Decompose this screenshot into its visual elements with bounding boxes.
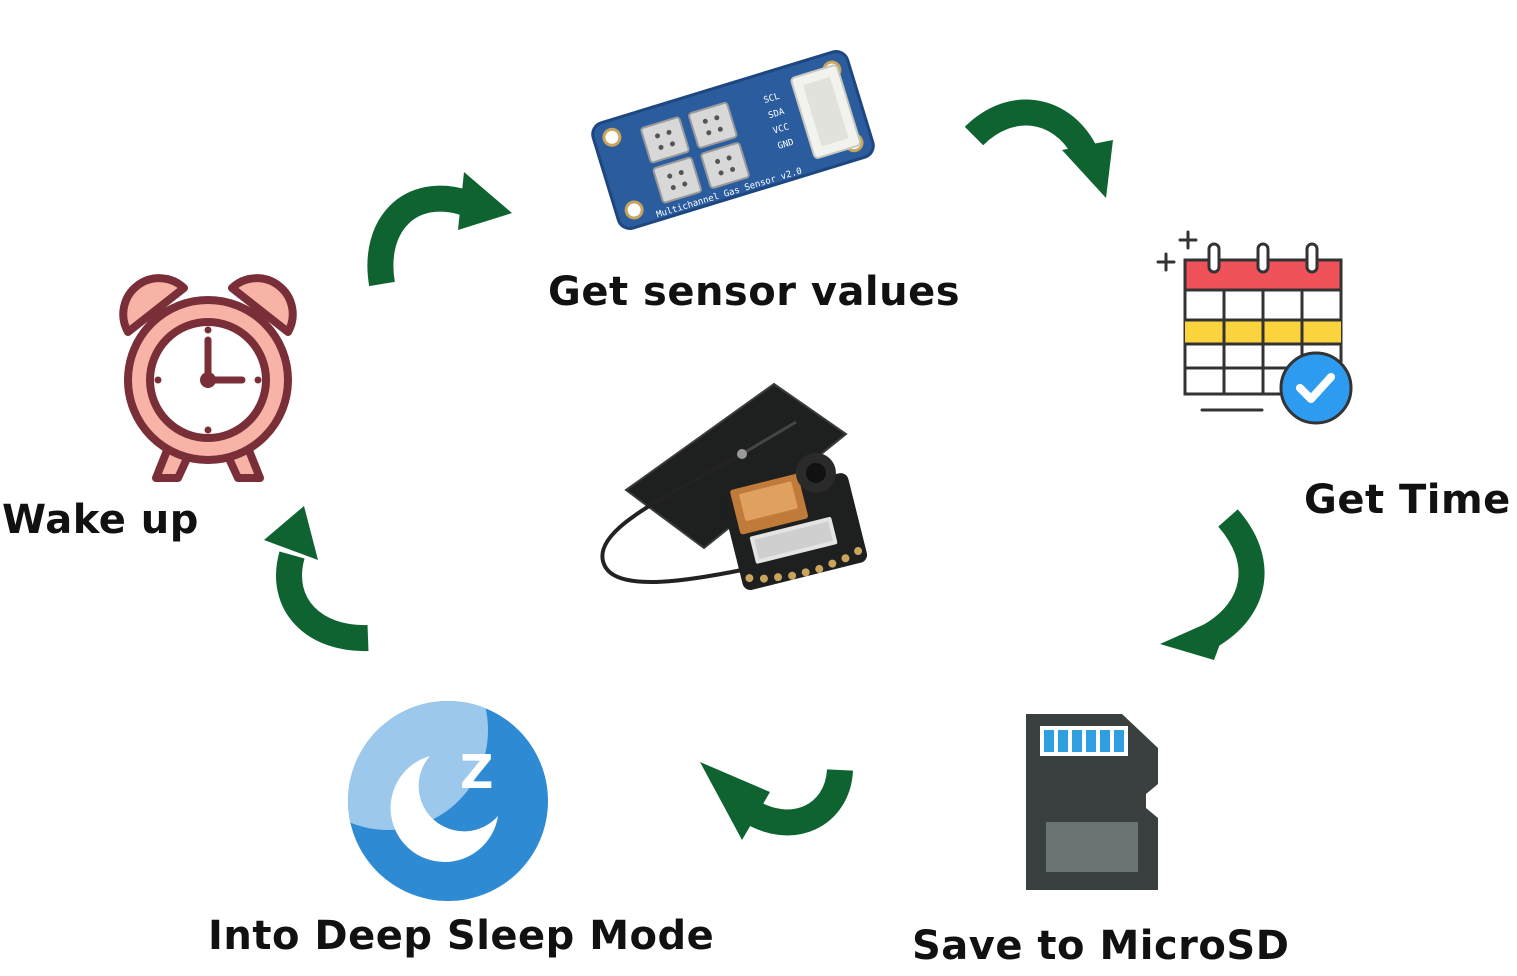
arrowhead-sleep-to-wake — [264, 506, 318, 560]
arrow-wake-to-sensor — [367, 185, 470, 287]
step-label-get-time: Get Time — [1304, 477, 1511, 523]
step-label-into-deep-sleep-mode: Into Deep Sleep Mode — [208, 913, 715, 959]
pin-label-sda: SDA — [767, 107, 786, 121]
microsd-card-icon — [1026, 714, 1158, 890]
arrow-sd-to-sleep — [737, 768, 853, 836]
calendar-check-icon — [1156, 230, 1353, 425]
step-label-save-to-microsd: Save to MicroSD — [912, 923, 1290, 969]
xiao-esp32s3-board-with-antenna-image — [600, 382, 868, 590]
pin-label-gnd: GND — [777, 138, 795, 152]
arrow-time-to-sd — [1202, 509, 1265, 648]
arrow-sleep-to-wake — [276, 551, 369, 652]
alarm-clock-icon — [119, 274, 297, 482]
arrowhead-time-to-sd — [1160, 612, 1232, 660]
step-label-get-sensor-values: Get sensor values — [548, 269, 961, 315]
pin-label-vcc: VCC — [772, 122, 790, 136]
arrowhead-sensor-to-time — [1062, 140, 1113, 198]
pin-label-scl: SCL — [763, 92, 781, 106]
step-label-wake-up: Wake up — [2, 497, 199, 543]
moon-sleep-icon: Z — [348, 701, 548, 901]
arrowhead-sd-to-sleep — [700, 762, 770, 840]
sleep-z-glyph: Z — [460, 745, 493, 799]
arrow-sensor-to-time — [964, 99, 1096, 157]
gas-sensor-board-image: Multichannel Gas Sensor v2.0 SCL SDA VCC… — [591, 50, 875, 230]
arrowhead-wake-to-sensor — [458, 172, 512, 230]
